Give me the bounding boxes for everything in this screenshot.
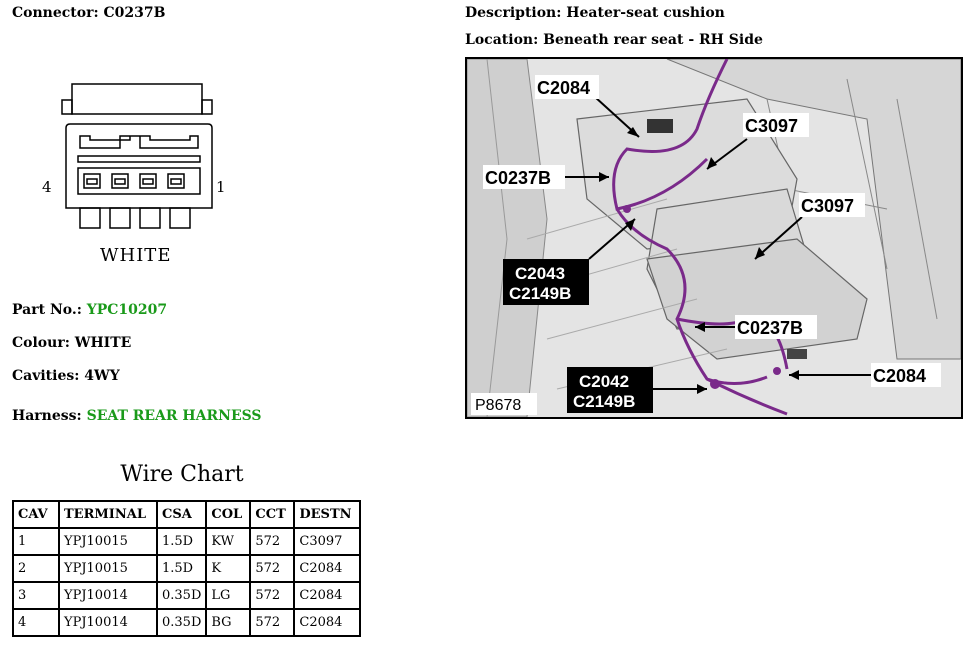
location-label: Location: [465, 32, 539, 48]
table-cell: 572 [249, 581, 296, 610]
part-number-line: Part No.: YPC10207 [12, 302, 167, 318]
table-cell: 1 [12, 527, 60, 556]
colour-line: Colour: WHITE [12, 335, 131, 351]
connector-color-label: WHITE [100, 245, 171, 266]
harness-line: Harness: SEAT REAR HARNESS [12, 408, 262, 424]
cavities-label: Cavities: [12, 368, 80, 384]
table-cell: YPJ10015 [58, 554, 158, 583]
callout-c2084-top: C2084 [537, 78, 590, 98]
table-cell: 2 [12, 554, 60, 583]
table-cell: 572 [249, 608, 296, 637]
table-cell: YPJ10014 [58, 608, 158, 637]
table-cell: 3 [12, 581, 60, 610]
wire-chart-table: CAV TERMINAL CSA COL CCT DESTN 1 YPJ1001… [12, 500, 362, 637]
part-number-value: YPC10207 [86, 302, 168, 318]
callout-c3097-top: C3097 [745, 116, 798, 136]
colour-value: WHITE [74, 335, 132, 351]
callout-c0237b-left: C0237B [485, 168, 551, 188]
table-cell: C2084 [293, 581, 362, 610]
table-cell: C2084 [293, 554, 362, 583]
table-cell: 4 [12, 608, 60, 637]
table-cell: KW [205, 527, 252, 556]
description-line: Description: Heater-seat cushion [465, 5, 725, 21]
pin-4-label: 4 [42, 178, 52, 196]
harness-value: SEAT REAR HARNESS [86, 408, 262, 424]
pin-1-label: 1 [216, 178, 226, 196]
header-cell: CAV [12, 500, 60, 529]
location-value: Beneath rear seat - RH Side [543, 32, 763, 48]
cavities-value: 4WY [84, 368, 120, 384]
table-cell: 1.5D [155, 527, 208, 556]
description-value: Heater-seat cushion [566, 5, 725, 21]
callout-c2084-bottom: C2084 [873, 366, 926, 386]
table-row: 3 YPJ10014 0.35D LG 572 C2084 [12, 581, 362, 610]
table-cell: 1.5D [155, 554, 208, 583]
location-line: Location: Beneath rear seat - RH Side [465, 32, 763, 48]
callout-c2043: C2043 [515, 264, 565, 283]
cavities-line: Cavities: 4WY [12, 368, 120, 384]
table-cell: YPJ10014 [58, 581, 158, 610]
table-row: 1 YPJ10015 1.5D KW 572 C3097 [12, 527, 362, 556]
table-cell: 572 [249, 527, 296, 556]
table-cell: C2084 [293, 608, 362, 637]
table-row: 2 YPJ10015 1.5D K 572 C2084 [12, 554, 362, 583]
callout-c2149b-top: C2149B [509, 284, 571, 303]
table-cell: 0.35D [155, 608, 208, 637]
table-cell: 0.35D [155, 581, 208, 610]
table-cell: 572 [249, 554, 296, 583]
header-cell: COL [205, 500, 252, 529]
part-number-label: Part No.: [12, 302, 82, 318]
wire-chart-header-row: CAV TERMINAL CSA COL CCT DESTN [12, 500, 362, 529]
harness-label: Harness: [12, 408, 82, 424]
callout-c2042: C2042 [579, 372, 629, 391]
colour-label: Colour: [12, 335, 70, 351]
header-cell: CCT [249, 500, 296, 529]
connector-heading: Connector: C0237B [12, 5, 165, 21]
photo-reference-label: P8678 [475, 397, 521, 414]
connector-label: Connector: [12, 5, 99, 21]
table-cell: YPJ10015 [58, 527, 158, 556]
table-cell: C3097 [293, 527, 362, 556]
header-cell: DESTN [293, 500, 362, 529]
table-cell: K [205, 554, 252, 583]
callout-c2149b-bottom: C2149B [573, 392, 635, 411]
header-cell: TERMINAL [58, 500, 158, 529]
wire-chart-title: Wire Chart [120, 462, 244, 487]
table-cell: LG [205, 581, 252, 610]
description-label: Description: [465, 5, 562, 21]
callout-c3097-right: C3097 [801, 196, 854, 216]
location-illustration: C2084 C3097 C0237B C3097 C0237B C2084 C2… [465, 57, 963, 419]
table-cell: BG [205, 608, 252, 637]
callout-c0237b-right: C0237B [737, 318, 803, 338]
header-cell: CSA [155, 500, 208, 529]
table-row: 4 YPJ10014 0.35D BG 572 C2084 [12, 608, 362, 637]
connector-face-diagram: 4 1 WHITE [42, 83, 226, 266]
location-illustration-drawing: C2084 C3097 C0237B C3097 C0237B C2084 C2… [467, 59, 961, 417]
connector-value: C0237B [103, 5, 166, 21]
